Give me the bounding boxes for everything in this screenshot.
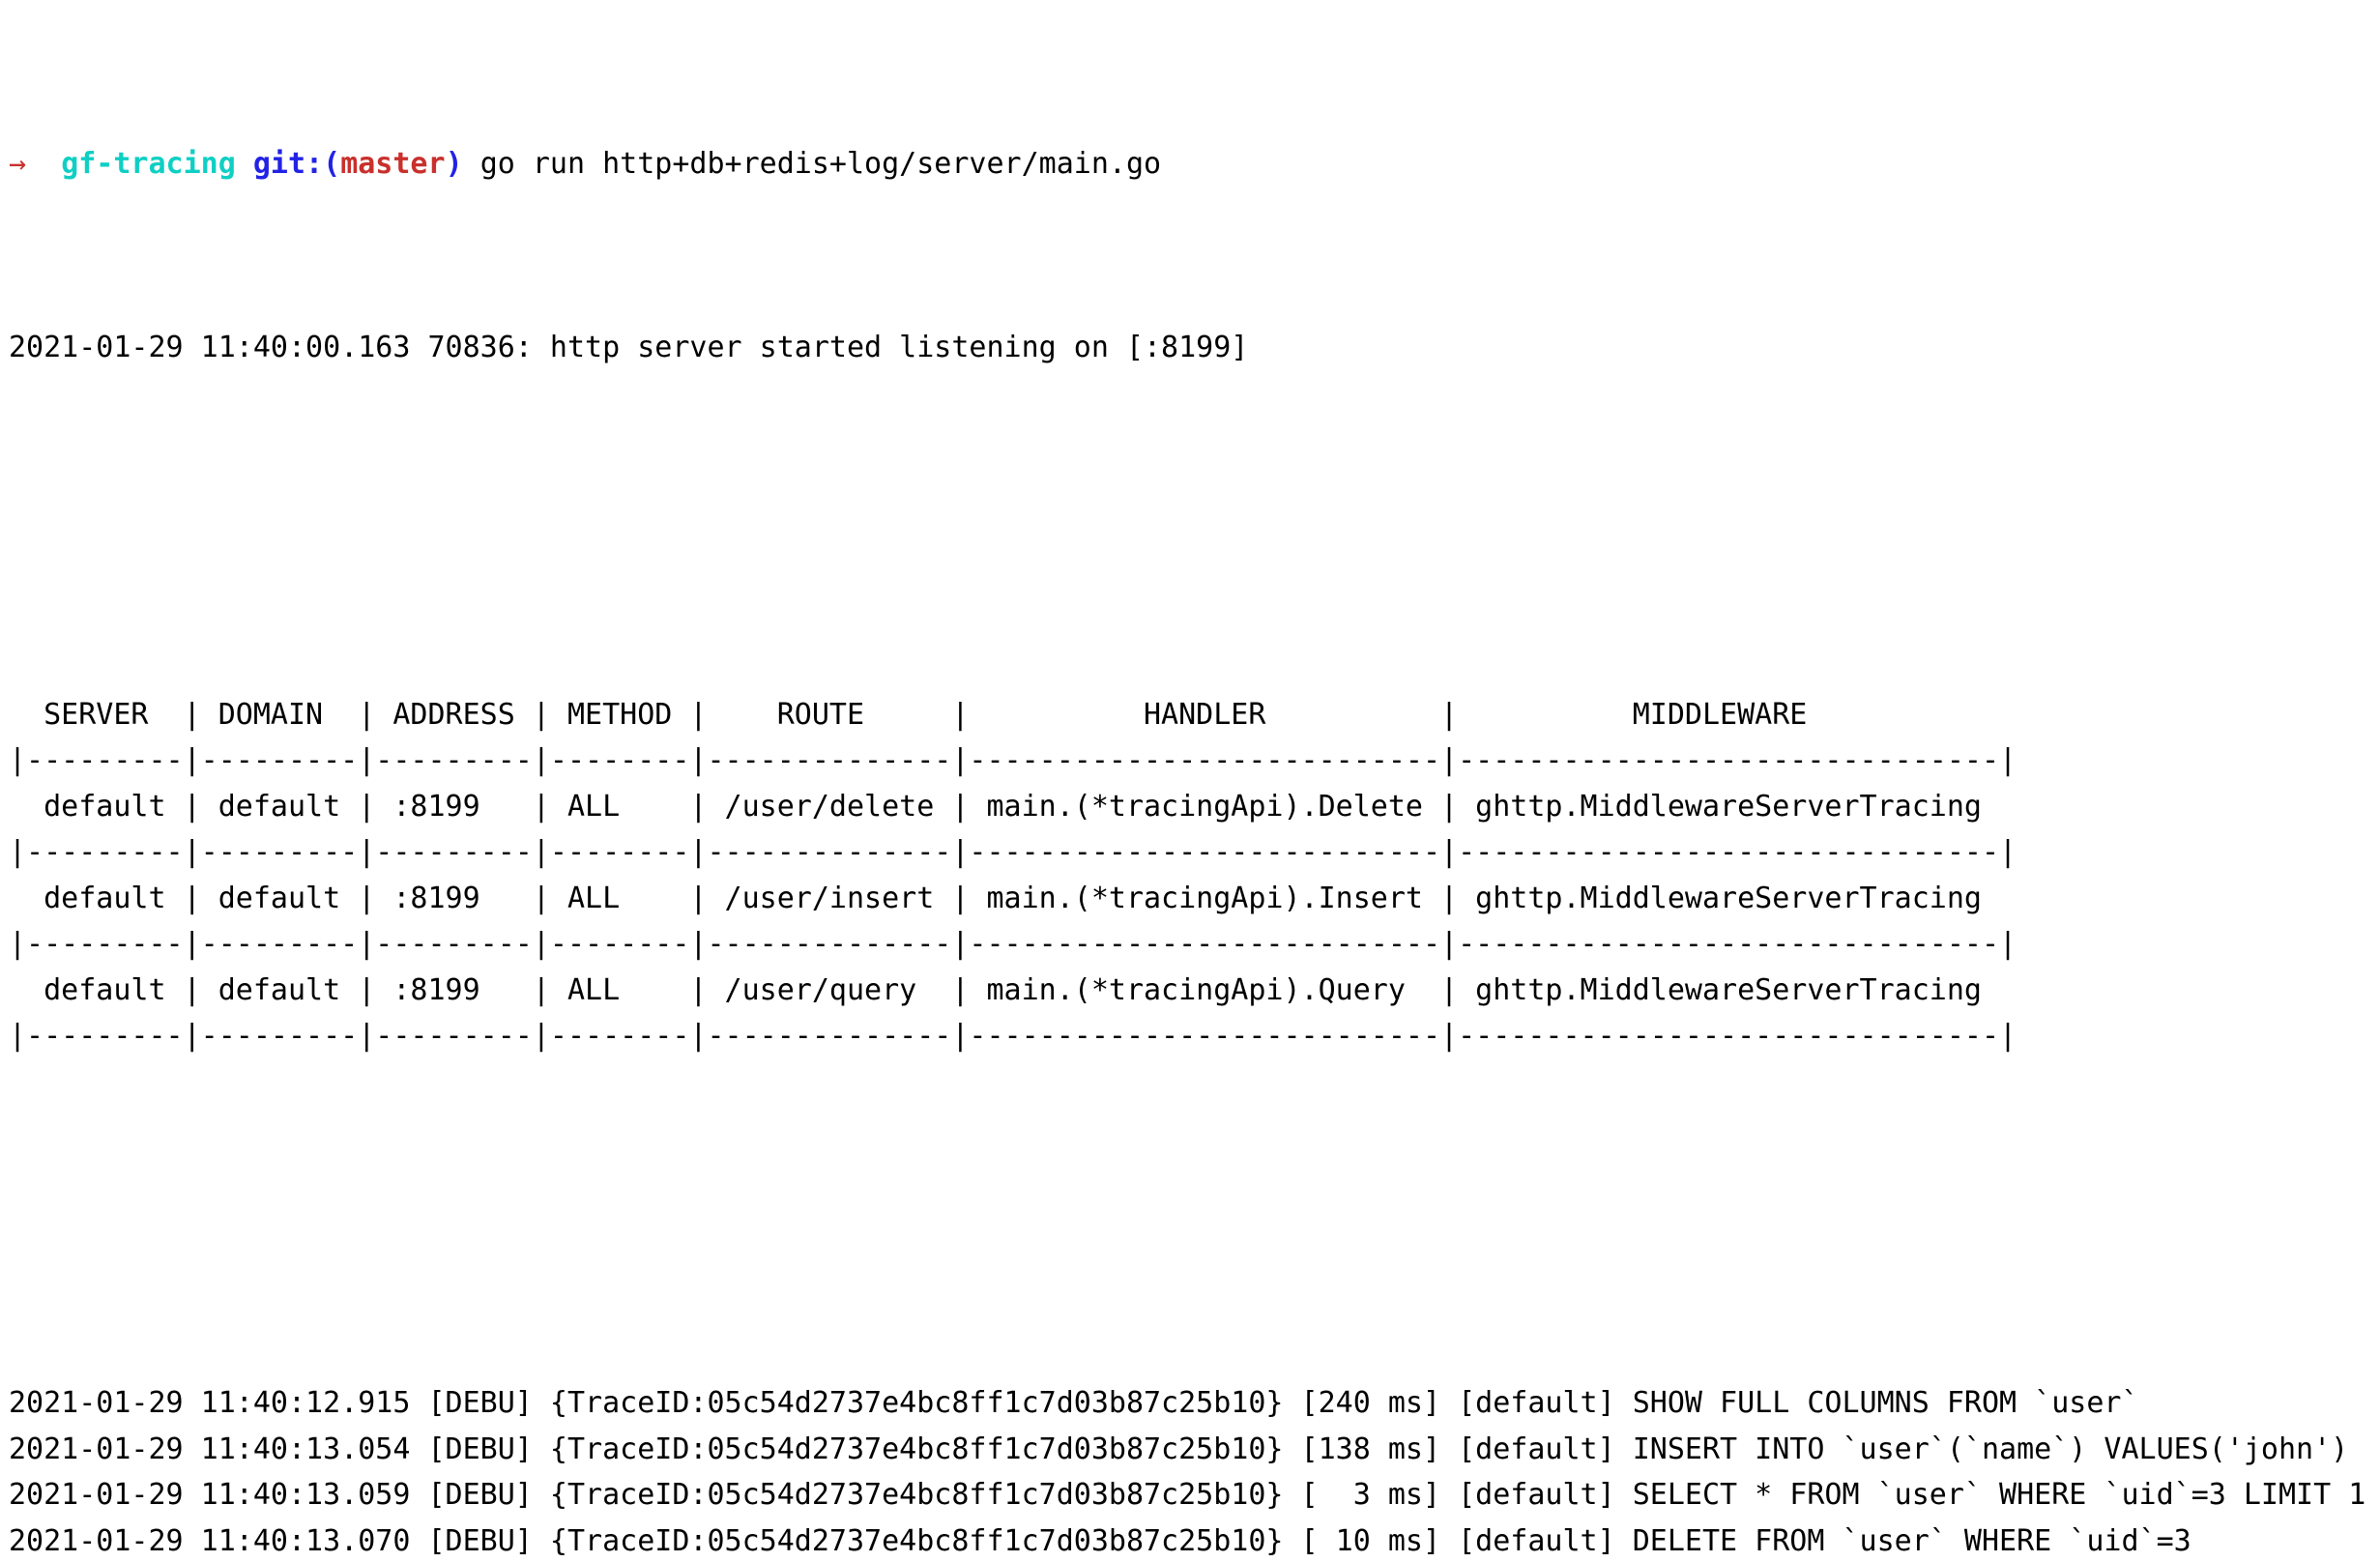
- prompt-arrow-icon: →: [9, 147, 26, 181]
- route-table-header: SERVER | DOMAIN | ADDRESS | METHOD | ROU…: [9, 692, 2380, 738]
- route-table: SERVER | DOMAIN | ADDRESS | METHOD | ROU…: [9, 692, 2380, 1059]
- server-startup-line: 2021-01-29 11:40:00.163 70836: http serv…: [9, 325, 2380, 371]
- route-table-row: default | default | :8199 | ALL | /user/…: [9, 968, 2380, 1014]
- route-table-divider: |---------|---------|---------|--------|…: [9, 1013, 2380, 1059]
- log-line: 2021-01-29 11:40:13.059 [DEBU] {TraceID:…: [9, 1472, 2380, 1519]
- prompt-directory: gf-tracing: [61, 147, 236, 181]
- prompt-spacer: [26, 147, 61, 181]
- prompt-command: go run http+db+redis+log/server/main.go: [480, 147, 1161, 181]
- blank-line: [9, 508, 2380, 555]
- route-table-row: default | default | :8199 | ALL | /user/…: [9, 784, 2380, 830]
- prompt-spacer: [463, 147, 480, 181]
- git-label: git:(: [253, 147, 340, 181]
- log-line: 2021-01-29 11:40:13.054 [DEBU] {TraceID:…: [9, 1427, 2380, 1473]
- prompt-line: → gf-tracing git:(master) go run http+db…: [9, 141, 2380, 188]
- log-line: 2021-01-29 11:40:13.070 [DEBU] {TraceID:…: [9, 1519, 2380, 1562]
- blank-line: [9, 1197, 2380, 1243]
- terminal-window[interactable]: → gf-tracing git:(master) go run http+db…: [0, 0, 2380, 781]
- route-table-divider: |---------|---------|---------|--------|…: [9, 738, 2380, 784]
- route-table-row: default | default | :8199 | ALL | /user/…: [9, 876, 2380, 922]
- route-table-divider: |---------|---------|---------|--------|…: [9, 829, 2380, 876]
- log-lines: 2021-01-29 11:40:12.915 [DEBU] {TraceID:…: [9, 1380, 2380, 1562]
- prompt-spacer: [236, 147, 253, 181]
- route-table-divider: |---------|---------|---------|--------|…: [9, 921, 2380, 968]
- git-label-close: ): [446, 147, 463, 181]
- log-line: 2021-01-29 11:40:12.915 [DEBU] {TraceID:…: [9, 1380, 2380, 1427]
- git-branch: master: [340, 147, 445, 181]
